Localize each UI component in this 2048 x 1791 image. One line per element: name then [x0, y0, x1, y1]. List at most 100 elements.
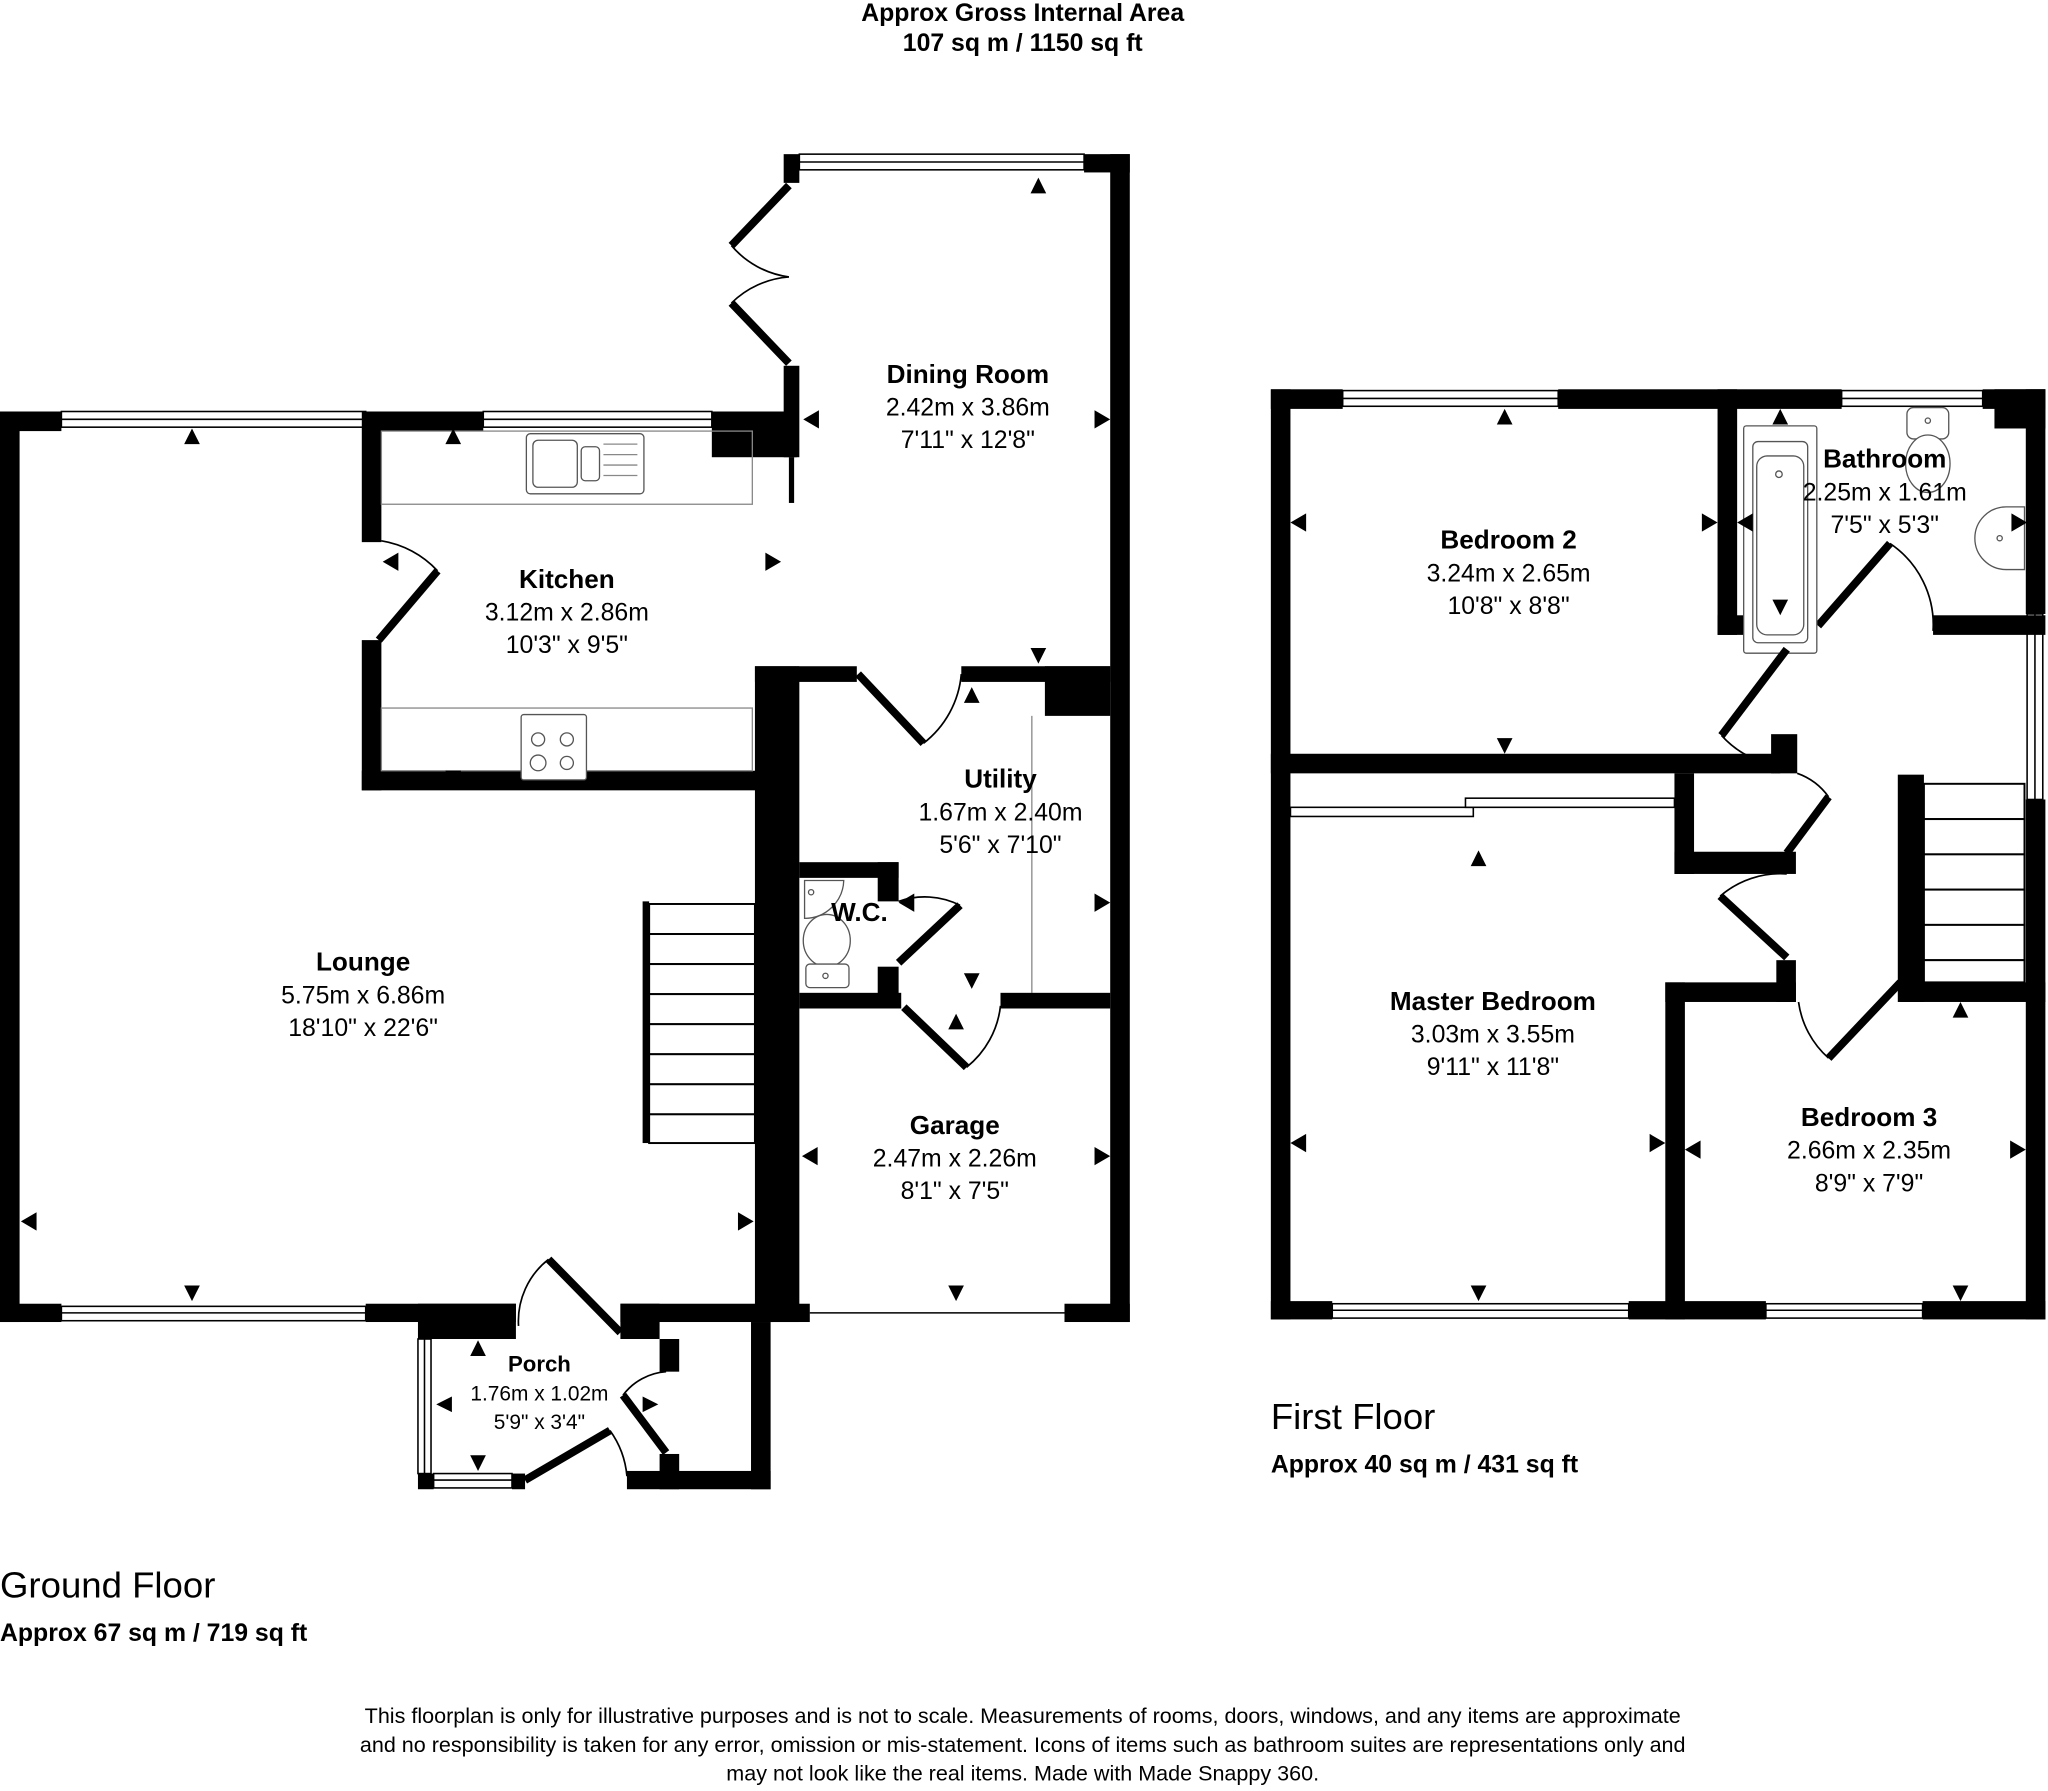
- wall: [1270, 753, 1781, 774]
- wall: [799, 862, 899, 878]
- room-label-master-bedroom: Master Bedroom 3.03m x 3.55m 9'11" x 11'…: [1390, 986, 1596, 1081]
- svg-text:Porch: Porch: [508, 1352, 571, 1377]
- svg-text:10'3" x 9'5": 10'3" x 9'5": [506, 632, 628, 659]
- wall: [1270, 389, 1291, 1320]
- worktop: [380, 430, 753, 505]
- window: [60, 1305, 367, 1322]
- svg-text:5'6" x 7'10": 5'6" x 7'10": [939, 832, 1061, 859]
- svg-text:1.67m x 2.40m: 1.67m x 2.40m: [918, 799, 1082, 826]
- wall: [365, 411, 484, 432]
- svg-text:Utility: Utility: [964, 764, 1037, 794]
- door-master-bedroom: [1717, 872, 1790, 961]
- svg-text:Kitchen: Kitchen: [519, 564, 615, 594]
- window: [1840, 389, 1984, 408]
- room-label-bedroom-3: Bedroom 3 2.66m x 2.35m 8'9" x 7'9": [1787, 1102, 1951, 1197]
- ground-floor-caption: Ground Floor Approx 67 sq m / 719 sq ft: [0, 1565, 307, 1647]
- door-bathroom: [1815, 540, 1935, 632]
- wall: [1270, 1301, 1333, 1320]
- window: [1331, 1302, 1630, 1319]
- wall: [1776, 960, 1796, 1002]
- svg-text:8'9" x 7'9": 8'9" x 7'9": [1815, 1170, 1923, 1197]
- room-label-wc: W.C.: [831, 897, 888, 927]
- wall: [1044, 666, 1111, 716]
- bath-icon: [1743, 425, 1818, 654]
- wall: [711, 411, 797, 458]
- wall: [1717, 389, 1738, 635]
- window: [1765, 1302, 1924, 1319]
- wall: [2025, 799, 2046, 1320]
- wall: [1665, 982, 1685, 1320]
- room-label-utility: Utility 1.67m x 2.40m 5'6" x 7'10": [918, 764, 1082, 859]
- svg-text:8'1" x 7'5": 8'1" x 7'5": [901, 1178, 1009, 1205]
- measurement-arrows: [1290, 408, 2028, 1302]
- gross-area-title: Approx Gross Internal Area: [861, 0, 1184, 27]
- wall: [1674, 773, 1695, 874]
- room-label-bedroom-2: Bedroom 2 3.24m x 2.65m 10'8" x 8'8": [1427, 525, 1591, 620]
- svg-text:Bedroom 3: Bedroom 3: [1801, 1102, 1937, 1132]
- svg-text:Master Bedroom: Master Bedroom: [1390, 986, 1596, 1016]
- svg-text:2.25m x 1.61m: 2.25m x 1.61m: [1803, 479, 1967, 506]
- wall: [1900, 982, 2046, 1002]
- svg-text:5.75m x 6.86m: 5.75m x 6.86m: [281, 982, 445, 1009]
- svg-text:This floorplan is only for ill: This floorplan is only for illustrative …: [365, 1703, 1681, 1728]
- door-porch-garage: [619, 1370, 670, 1456]
- door-cupboard: [1783, 772, 1832, 856]
- svg-text:7'5" x 5'3": 7'5" x 5'3": [1831, 512, 1939, 539]
- disclaimer: This floorplan is only for illustrative …: [360, 1703, 1686, 1785]
- svg-text:7'11" x 12'8": 7'11" x 12'8": [901, 427, 1035, 454]
- door-bedroom-2: [1718, 646, 1790, 766]
- wall: [877, 862, 899, 902]
- room-label-porch: Porch 1.76m x 1.02m 5'9" x 3'4": [470, 1352, 608, 1434]
- svg-text:3.03m x 3.55m: 3.03m x 3.55m: [1411, 1021, 1575, 1048]
- measurement-arrows: [20, 177, 1111, 1471]
- wall: [0, 1303, 62, 1323]
- first-floor-area: Approx 40 sq m / 431 sq ft: [1271, 1451, 1578, 1478]
- svg-text:Garage: Garage: [910, 1110, 1000, 1140]
- wall: [1000, 992, 1111, 1009]
- wall: [0, 411, 20, 1323]
- wall: [1270, 389, 1343, 409]
- wall: [620, 1303, 660, 1340]
- staircase: [1922, 782, 2026, 984]
- french-doors: [728, 182, 792, 366]
- wall: [1674, 851, 1796, 874]
- wall: [1933, 615, 2046, 635]
- door-utility-garage: [901, 1004, 1002, 1071]
- wall: [799, 992, 902, 1009]
- svg-text:18'10" x 22'6": 18'10" x 22'6": [288, 1015, 438, 1042]
- room-label-bathroom: Bathroom 2.25m x 1.61m 7'5" x 5'3": [1803, 444, 1967, 539]
- wall: [1628, 1301, 1766, 1320]
- ground-floor-plan: Dining Room 2.42m x 3.86m 7'11" x 12'8" …: [0, 153, 1130, 1490]
- wall: [754, 666, 800, 1323]
- svg-text:3.12m x 2.86m: 3.12m x 2.86m: [485, 600, 649, 627]
- svg-text:1.76m x 1.02m: 1.76m x 1.02m: [470, 1382, 608, 1405]
- svg-text:9'11" x 11'8": 9'11" x 11'8": [1427, 1054, 1559, 1081]
- door-porch-front: [523, 1427, 628, 1484]
- window: [482, 410, 713, 428]
- staircase: [642, 901, 756, 1145]
- wall: [788, 457, 795, 503]
- svg-text:5'9" x 3'4": 5'9" x 3'4": [494, 1411, 585, 1434]
- svg-text:3.24m x 2.65m: 3.24m x 2.65m: [1427, 560, 1591, 587]
- room-label-lounge: Lounge 5.75m x 6.86m 18'10" x 22'6": [281, 947, 445, 1042]
- svg-text:2.66m x 2.35m: 2.66m x 2.35m: [1787, 1138, 1951, 1165]
- wall: [626, 1470, 771, 1490]
- toilet-icon: [1904, 406, 1951, 494]
- wall: [659, 1339, 680, 1372]
- svg-text:Lounge: Lounge: [316, 947, 410, 977]
- wall: [754, 1303, 810, 1323]
- ground-floor-area: Approx 67 sq m / 719 sq ft: [0, 1620, 307, 1647]
- svg-text:10'8" x 8'8": 10'8" x 8'8": [1447, 593, 1569, 620]
- wardrobe-sliding-doors: [1289, 797, 1676, 818]
- door-porch-lounge: [517, 1256, 624, 1336]
- basin-icon: [1974, 506, 2026, 571]
- first-floor-title: First Floor: [1271, 1396, 1436, 1437]
- room-label-kitchen: Kitchen 3.12m x 2.86m 10'3" x 9'5": [485, 564, 649, 659]
- wall: [361, 640, 382, 791]
- gross-area-value: 107 sq m / 1150 sq ft: [903, 30, 1143, 57]
- wall: [2025, 389, 2046, 614]
- svg-text:Bathroom: Bathroom: [1823, 444, 1946, 474]
- window: [432, 1472, 513, 1489]
- sink-icon: [525, 433, 645, 495]
